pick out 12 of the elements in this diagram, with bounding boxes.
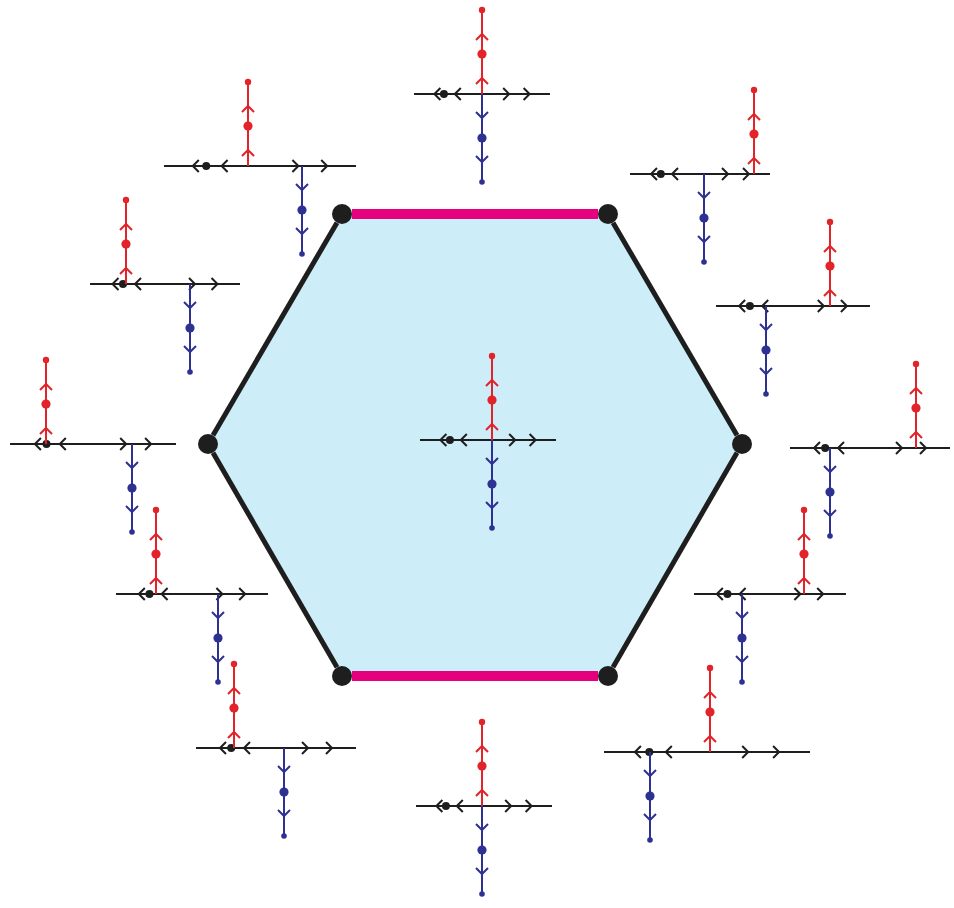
- hexagon-edge: [610, 221, 740, 437]
- hexagon-edge: [352, 209, 598, 219]
- hexagon-edge: [352, 671, 598, 681]
- vertex-dot: [332, 666, 352, 686]
- hexagon-edge: [610, 451, 740, 669]
- vertex-dot: [198, 434, 218, 454]
- hexagon-edge: [210, 451, 340, 669]
- vertex-dot: [732, 434, 752, 454]
- vertex-dot: [332, 204, 352, 224]
- hexagon-edge: [210, 221, 340, 437]
- vertex-dot: [598, 204, 618, 224]
- vertex-dot: [598, 666, 618, 686]
